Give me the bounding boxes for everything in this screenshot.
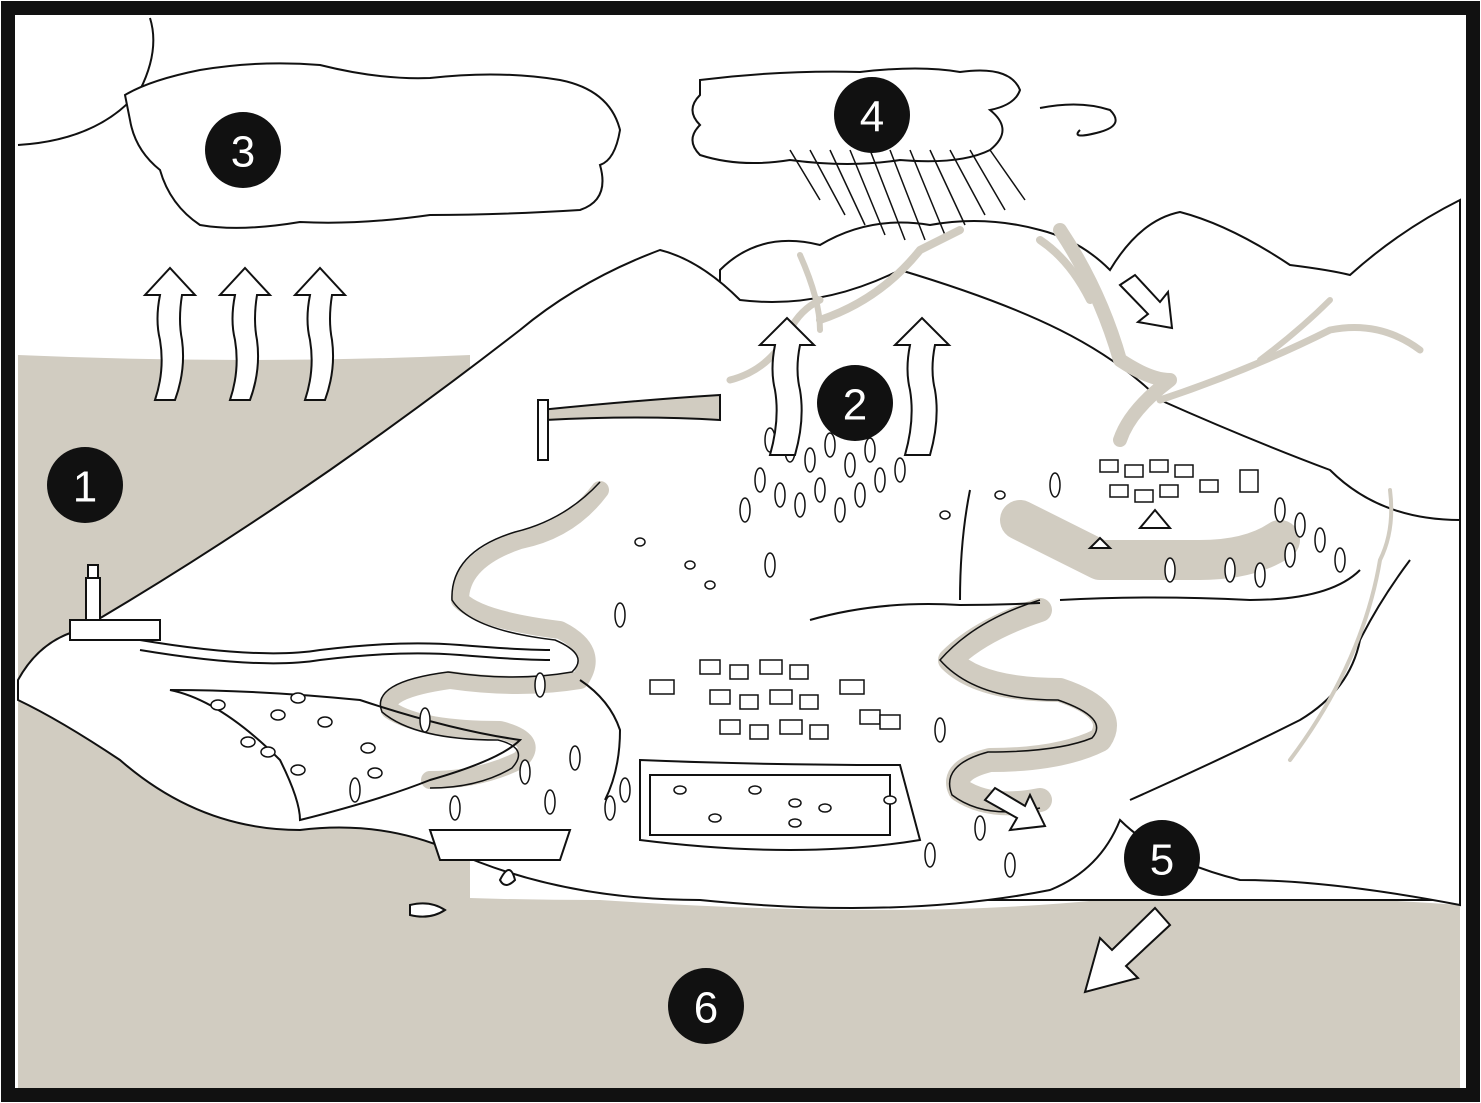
marker-2: 2 <box>817 365 893 441</box>
marker-4: 4 <box>834 77 910 153</box>
marker-4-label: 4 <box>860 93 884 142</box>
sheep-icon <box>291 765 305 775</box>
marker-1: 1 <box>47 447 123 523</box>
sheep-icon <box>819 804 831 812</box>
sheep-icon <box>995 491 1005 499</box>
marker-5-label: 5 <box>1150 836 1174 885</box>
sheep-icon <box>749 786 761 794</box>
sheep-icon <box>884 796 896 804</box>
sheep-icon <box>674 786 686 794</box>
sheep-icon <box>368 768 382 778</box>
sheep-icon <box>241 737 255 747</box>
sheep-icon <box>789 799 801 807</box>
evaporation-arrows <box>145 268 345 400</box>
marker-5: 5 <box>1124 820 1200 896</box>
sheep-icon <box>940 511 950 519</box>
dam <box>538 400 548 460</box>
sheep-icon <box>261 747 275 757</box>
sheep-icon <box>685 561 695 569</box>
marker-6-label: 6 <box>694 984 718 1033</box>
sheep-icon <box>318 717 332 727</box>
sheep-icon <box>709 814 721 822</box>
sheep-icon <box>291 693 305 703</box>
marker-3-label: 3 <box>231 128 255 177</box>
sheep-icon <box>211 700 225 710</box>
cloud-icon <box>125 63 620 228</box>
marker-1-label: 1 <box>73 463 97 512</box>
sheep-icon <box>271 710 285 720</box>
sheep-icon <box>635 538 645 546</box>
sheep-icon <box>705 581 715 589</box>
sheep-icon <box>361 743 375 753</box>
marker-6: 6 <box>668 968 744 1044</box>
marker-2-label: 2 <box>843 381 867 430</box>
marker-3: 3 <box>205 112 281 188</box>
sheep-icon <box>789 819 801 827</box>
